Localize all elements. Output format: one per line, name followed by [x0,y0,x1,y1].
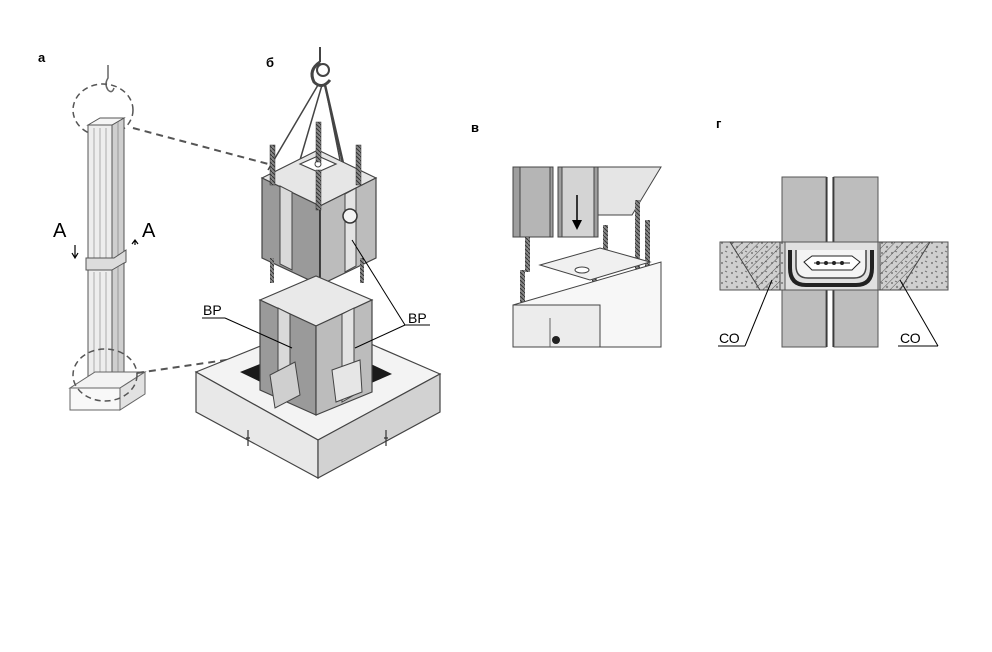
callout-vr-right: ВР [408,310,427,326]
panel-b-joint [194,47,442,480]
callout-so-left: СО [719,330,740,346]
connector-top [132,127,273,166]
connector-bottom [136,354,261,374]
section-mark-right: A [142,220,156,242]
foundation-b-right [317,372,441,480]
hook-icon-b [310,47,332,87]
section-mark-left: A [53,220,67,242]
panel-v-detail [512,166,662,348]
column-joint [85,249,127,271]
column-upper-top [86,117,126,126]
hook-icon-a [105,65,115,93]
panel-g-label: г [716,116,722,131]
threaded-rods-top [269,121,362,211]
panel-a-column [68,65,147,411]
panel-g-section [718,176,949,348]
panel-b-label: б [266,55,275,70]
panel-a-label: а [38,50,46,65]
lifting-shackle [342,208,358,224]
callout-so-right: СО [900,330,921,346]
panel-v-label: в [471,120,479,135]
callout-vr-left: ВР [203,302,222,318]
detail-circle-bottom [72,348,138,402]
